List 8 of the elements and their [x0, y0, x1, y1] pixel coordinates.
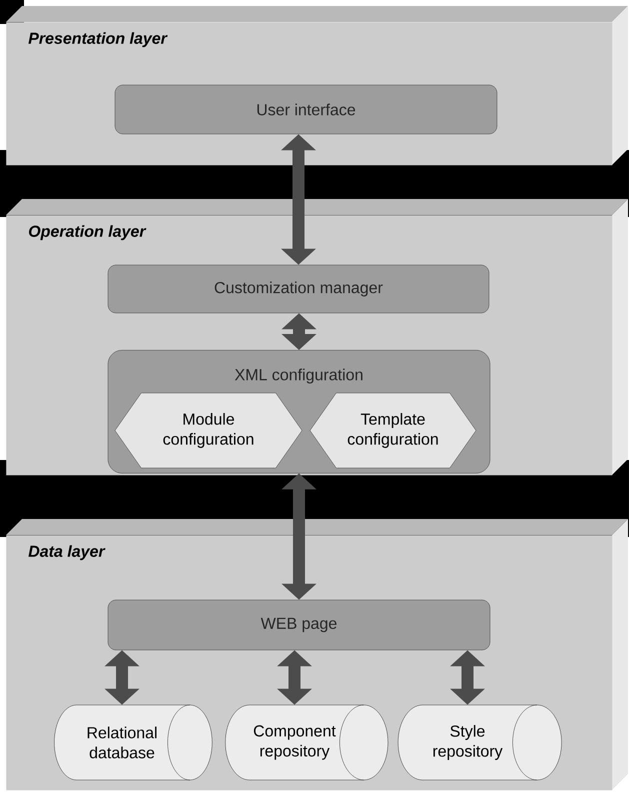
database-cylinder: Component repository	[225, 704, 388, 780]
process-box: WEB page	[108, 600, 490, 650]
hexagon-box: Template configuration	[310, 392, 476, 468]
database-cylinder: Relational database	[54, 704, 212, 780]
process-box: User interface	[114, 84, 498, 134]
process-box: Customization manager	[108, 264, 490, 314]
hexagon-box: Module configuration	[114, 392, 302, 468]
database-cylinder: Style repository	[398, 704, 562, 780]
